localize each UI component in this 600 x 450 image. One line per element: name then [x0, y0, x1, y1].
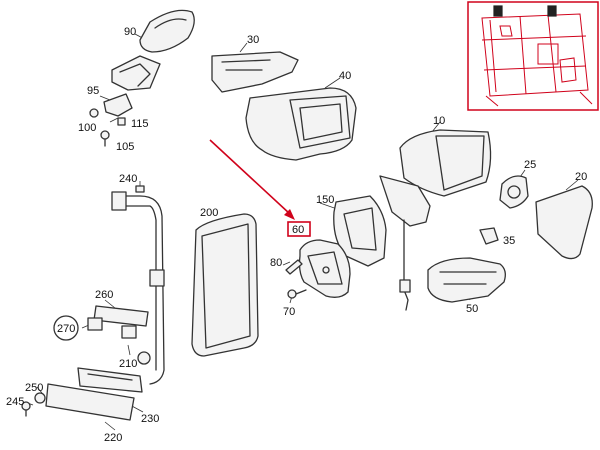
part-labels: 90 30 40 95 100 115 105 10 25 20 240 200… — [6, 26, 587, 444]
label-part-80: 80 — [270, 257, 282, 269]
label-part-35: 35 — [503, 235, 515, 247]
fasteners-70-80 — [285, 259, 307, 299]
label-part-70: 70 — [283, 306, 295, 318]
label-part-245: 245 — [6, 396, 24, 408]
part-50-shape — [427, 257, 506, 303]
label-part-95: 95 — [87, 85, 99, 97]
part-260-shape — [93, 305, 149, 327]
part-60-shape — [298, 239, 351, 298]
pointer-arrow — [209, 139, 295, 220]
mirror-bracket-cable — [379, 175, 431, 311]
label-part-260: 260 — [95, 289, 113, 301]
label-part-30: 30 — [247, 34, 259, 46]
label-part-60: 60 — [292, 224, 304, 236]
part-200-shape — [191, 213, 259, 357]
label-part-25: 25 — [524, 159, 536, 171]
fasteners-100-105-115 — [89, 108, 126, 147]
label-part-210: 210 — [119, 358, 137, 370]
part-40-shape — [245, 87, 357, 161]
part-30-shape — [211, 51, 299, 93]
mirror-arm — [111, 191, 165, 385]
part-10-shape — [399, 129, 492, 197]
part-220-shape — [45, 383, 135, 421]
fasteners-245-250 — [21, 392, 46, 417]
part-230-shape — [77, 367, 143, 393]
label-part-200: 200 — [200, 207, 218, 219]
label-part-100: 100 — [78, 122, 96, 134]
part-60-highlight-box — [287, 221, 311, 237]
part-95-shape — [103, 93, 133, 117]
label-part-105: 105 — [116, 141, 134, 153]
label-part-50: 50 — [466, 303, 478, 315]
part-240-shape — [135, 185, 145, 193]
part-90-shape — [111, 9, 195, 91]
part-35-shape — [479, 227, 499, 245]
label-part-40: 40 — [339, 70, 351, 82]
vehicle-inset — [467, 1, 599, 111]
label-part-20: 20 — [575, 171, 587, 183]
part-270-shape — [53, 315, 137, 341]
label-part-90: 90 — [124, 26, 136, 38]
label-part-10: 10 — [433, 115, 445, 127]
part-20-shape — [535, 185, 593, 260]
label-part-230: 230 — [141, 413, 159, 425]
label-part-150: 150 — [316, 194, 334, 206]
label-part-220: 220 — [104, 432, 122, 444]
label-part-270: 270 — [57, 323, 75, 335]
label-part-250: 250 — [25, 382, 43, 394]
part-25-shape — [499, 175, 529, 209]
part-150-shape — [333, 195, 387, 267]
label-part-115: 115 — [131, 118, 149, 130]
label-part-240: 240 — [119, 173, 137, 185]
